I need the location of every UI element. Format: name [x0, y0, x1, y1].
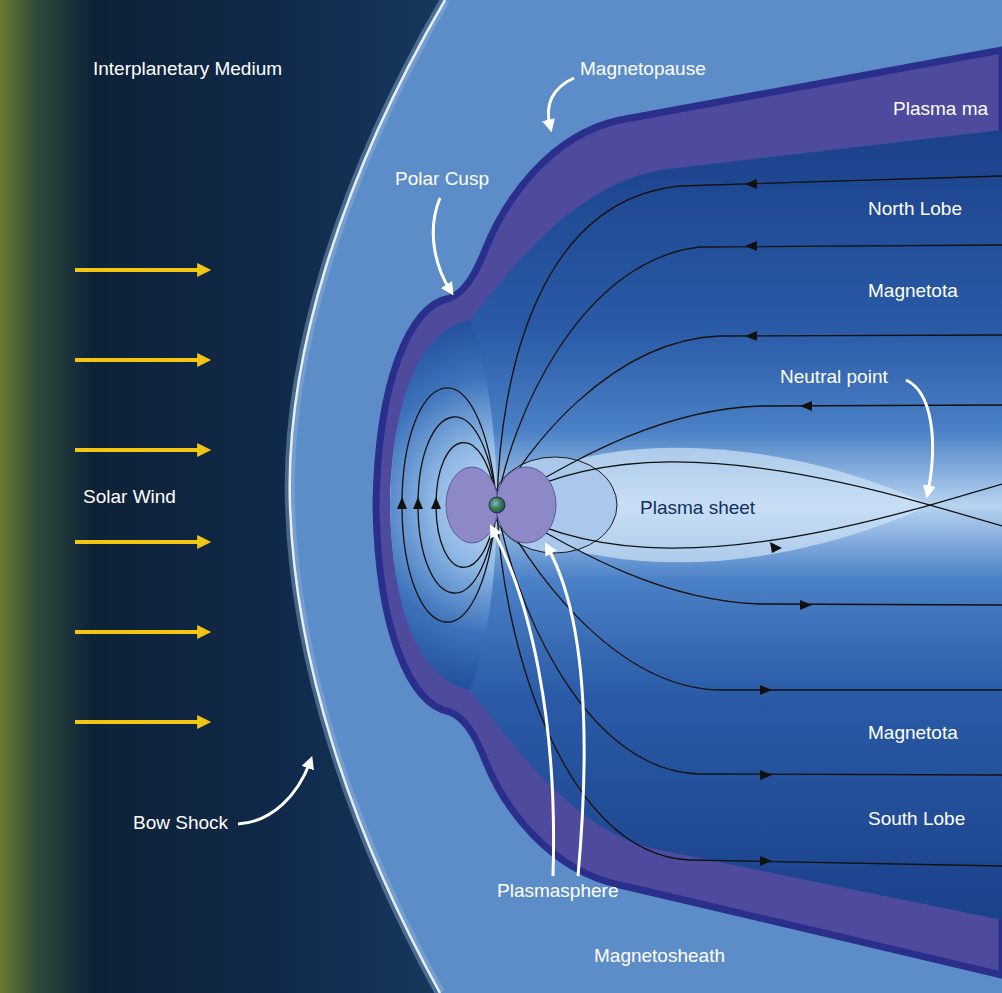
solar-wind-arrows: [75, 270, 200, 722]
field-arrowhead: [770, 542, 782, 553]
magnetopause: [376, 50, 1002, 975]
region-label: Plasmasphere: [497, 880, 618, 902]
region-label: Plasma ma: [893, 98, 988, 120]
field-arrowhead: [760, 770, 772, 780]
field-arrowhead: [760, 856, 772, 866]
flow-label: Solar Wind: [83, 486, 176, 508]
region-label: South Lobe: [868, 808, 965, 830]
boundary-label: Bow Shock: [133, 812, 228, 834]
dayside-field-line: [436, 443, 497, 568]
earth: [489, 497, 505, 513]
region-label: North Lobe: [868, 198, 962, 220]
magnetotail-interior: [390, 130, 1002, 920]
solar-wind-arrow: [75, 358, 200, 362]
dayside-field-line: [402, 388, 497, 622]
solar-wind-arrow: [75, 630, 200, 634]
lobe-field-line: [497, 505, 1002, 866]
plasmasphere-leader: [548, 548, 584, 876]
region-label: Magnetosheath: [594, 945, 725, 967]
solar-wind-arrow: [75, 540, 200, 544]
region-label: Magnetota: [868, 280, 958, 302]
field-arrowhead: [413, 497, 423, 509]
field-arrowheads: [397, 179, 812, 866]
lobe-field-line: [497, 405, 1002, 505]
neutral-point-leader: [906, 380, 933, 492]
magnetosheath-region: [290, 0, 1002, 993]
field-arrowhead: [431, 497, 441, 509]
dayside-field-region: [390, 320, 497, 690]
neutral-field-line: [497, 462, 1002, 526]
region-label: Plasma sheet: [640, 497, 755, 519]
magnetopause-leader: [548, 78, 574, 126]
field-arrowhead: [800, 401, 812, 411]
lobe-field-line: [497, 505, 1002, 605]
field-arrowhead: [745, 331, 757, 341]
solar-wind-arrow: [75, 448, 200, 452]
solar-wind-arrow: [75, 720, 200, 724]
dayside-field-line: [418, 417, 497, 593]
solar-wind-arrow: [75, 268, 200, 272]
closed-field-loop: [493, 457, 617, 553]
field-lines: [402, 176, 1002, 866]
neutral-field-line: [497, 484, 1002, 548]
plasmasphere-leader: [493, 530, 554, 876]
field-arrowhead: [397, 497, 407, 509]
field-arrowhead: [745, 179, 757, 189]
field-arrowhead: [760, 685, 772, 695]
lobe-field-line: [497, 335, 1002, 505]
bow-shock-leader: [238, 762, 310, 824]
lobe-field-line: [497, 505, 1002, 690]
region-label: Polar Cusp: [395, 168, 489, 190]
lobe-field-line: [497, 176, 1002, 505]
polar-cusp-leader: [433, 198, 450, 290]
field-arrowhead: [800, 600, 812, 610]
lobe-field-line: [497, 245, 1002, 505]
field-arrowhead: [745, 241, 757, 251]
feature-label: Neutral point: [780, 366, 888, 388]
leader-arrows: [238, 78, 933, 876]
region-label: Interplanetary Medium: [93, 58, 282, 80]
lobe-field-line: [497, 505, 1002, 775]
boundary-label: Magnetopause: [580, 58, 706, 80]
region-label: Magnetota: [868, 722, 958, 744]
